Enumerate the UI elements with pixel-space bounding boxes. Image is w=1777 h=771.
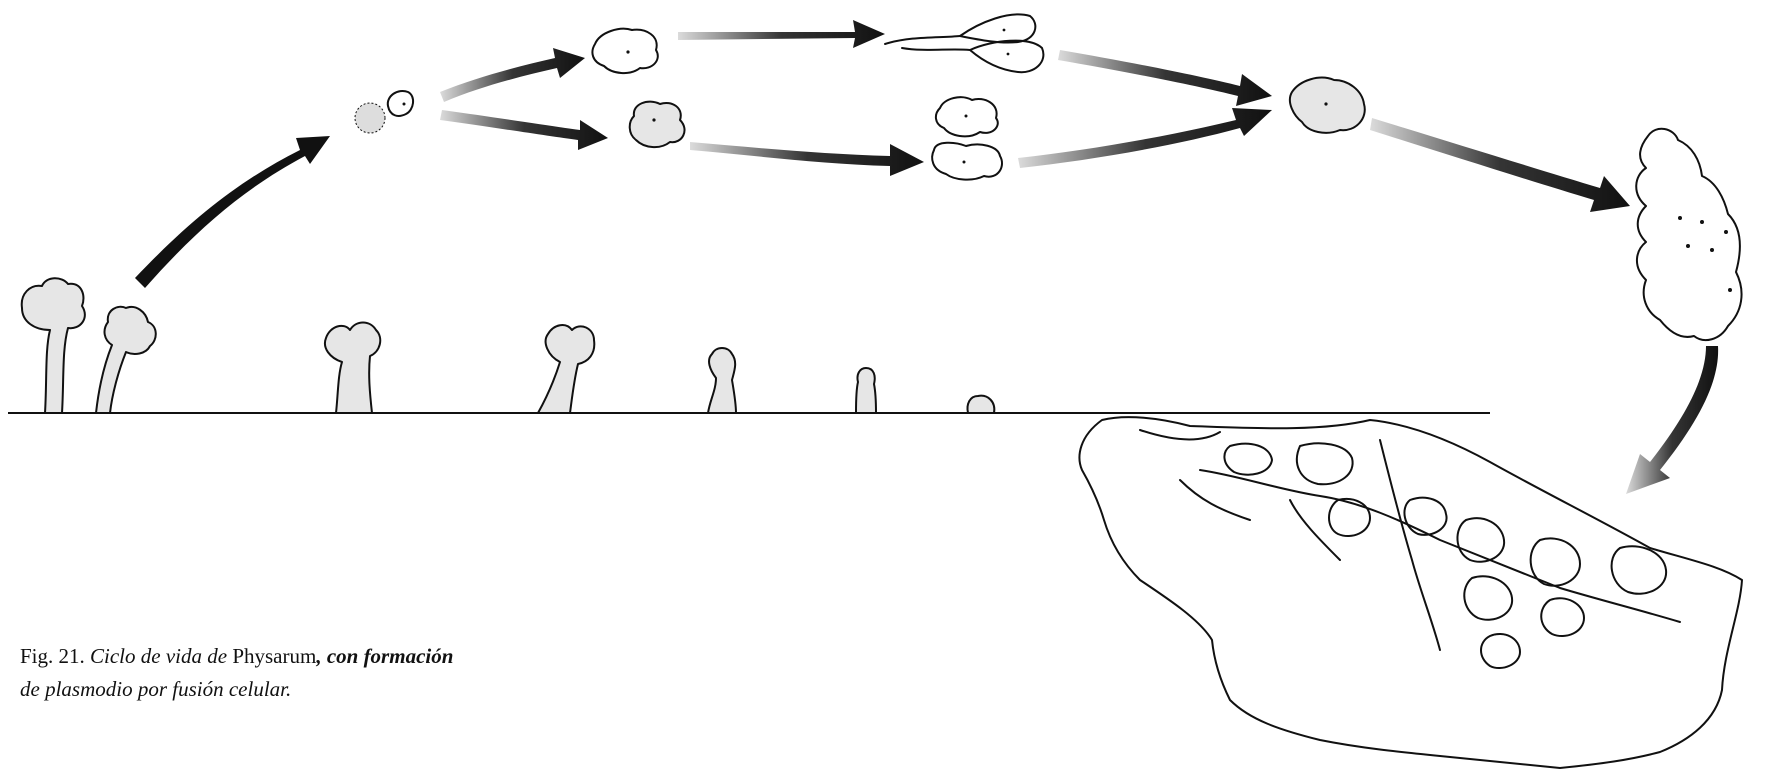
sporangia-group [20, 277, 996, 414]
amoeba-upper [591, 27, 659, 74]
amoeba-lower [628, 100, 686, 148]
mature-plasmodium [1078, 416, 1743, 769]
zygote [1288, 76, 1366, 134]
arrow-amoeba-to-dividing [690, 142, 924, 176]
developing-sporangium-1 [324, 321, 382, 414]
young-plasmodium [1635, 127, 1743, 342]
germinating-spore [354, 90, 414, 134]
mature-sporangium-left [20, 277, 86, 414]
figure-caption: Fig. 21. Ciclo de vida de Physarum, con … [20, 640, 580, 706]
arrow-to-spore [135, 136, 330, 288]
arrow-spore-to-amoeba-lower [440, 110, 608, 150]
arrow-amoeba-to-flagellate [678, 20, 885, 48]
caption-label: Fig. 21. [20, 644, 85, 668]
plasmodium-mound [966, 394, 996, 414]
caption-part2: , con formación [316, 644, 454, 668]
nuclei [1678, 216, 1732, 292]
mature-sporangium-right [95, 305, 157, 414]
arrow-zygote-to-young-plasmodium [1370, 118, 1630, 212]
developing-sporangium-3 [707, 347, 737, 414]
flagellate-cells [884, 13, 1045, 74]
arrow-flagellate-to-zygote [1058, 50, 1272, 106]
arrow-dividing-to-zygote [1018, 108, 1272, 168]
developing-sporangium-2 [537, 324, 596, 414]
dividing-amoebae [931, 96, 1003, 181]
caption-line2: de plasmodio por fusión celular. [20, 677, 292, 701]
arrow-spore-to-amoeba-upper [440, 48, 585, 102]
caption-genus: Physarum [232, 644, 317, 668]
caption-part1: Ciclo de vida de [90, 644, 228, 668]
arrow-to-mature-plasmodium [1626, 346, 1719, 494]
developing-sporangium-4 [855, 367, 877, 414]
